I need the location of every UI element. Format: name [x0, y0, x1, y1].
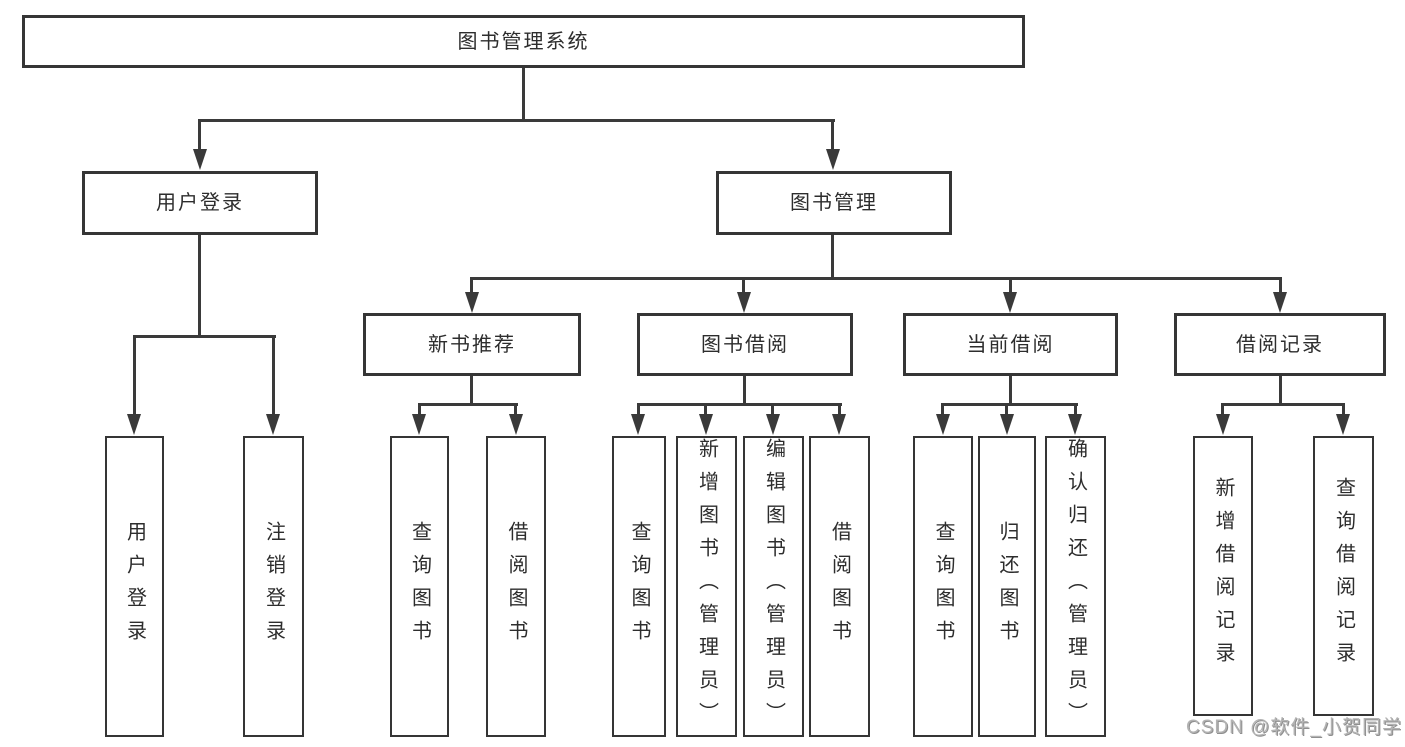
connector-line: [272, 335, 275, 417]
node-label: 图书管理系统: [457, 30, 590, 53]
connector-line: [1009, 277, 1012, 294]
connector-line: [637, 403, 640, 416]
node-label: 确认归还（管理员）: [1064, 438, 1087, 735]
connector-line: [1221, 403, 1224, 416]
node-current-borrowing: 当前借阅: [903, 313, 1118, 376]
connector-line: [831, 234, 834, 279]
connector-line: [418, 403, 518, 406]
arrow-down-icon: [1003, 292, 1017, 313]
connector-line: [838, 403, 841, 416]
node-book-borrowing: 图书借阅: [637, 313, 853, 376]
arrow-down-icon: [1000, 414, 1014, 435]
node-query-books: 查询图书: [612, 436, 666, 737]
node-label: 借阅图书: [828, 520, 851, 653]
connector-line: [1342, 403, 1345, 416]
node-edit-book-admin: 编辑图书（管理员）: [743, 436, 804, 737]
node-new-book-recommendation: 新书推荐: [363, 313, 581, 376]
connector-line: [133, 335, 136, 417]
arrow-down-icon: [936, 414, 950, 435]
connector-line: [743, 375, 746, 405]
arrow-down-icon: [631, 414, 645, 435]
node-label: 归还图书: [996, 520, 1018, 653]
node-borrow-books: 借阅图书: [486, 436, 546, 737]
arrow-down-icon: [412, 414, 426, 435]
node-confirm-return-admin: 确认归还（管理员）: [1045, 436, 1106, 737]
connector-line: [1279, 277, 1282, 294]
arrow-down-icon: [699, 414, 713, 435]
node-label: 查询图书: [408, 520, 431, 653]
node-label: 查询借阅记录: [1332, 477, 1355, 675]
connector-line: [941, 403, 944, 416]
node-label: 查询图书: [932, 520, 954, 653]
connector-line: [1221, 403, 1345, 406]
arrow-down-icon: [826, 149, 840, 170]
node-user-login-leaf: 用户登录: [105, 436, 164, 737]
connector-line: [1074, 403, 1077, 416]
node-add-book-admin: 新增图书（管理员）: [676, 436, 737, 737]
node-label: 借阅图书: [505, 520, 527, 653]
connector-line: [742, 277, 745, 294]
node-user-login: 用户登录: [82, 171, 318, 235]
connector-line: [198, 119, 835, 122]
node-query-borrow-record: 查询借阅记录: [1313, 436, 1374, 716]
node-label: 图书管理: [790, 192, 878, 214]
node-label: 用户登录: [156, 192, 244, 214]
connector-line: [1279, 375, 1282, 405]
node-label: 借阅记录: [1236, 333, 1324, 356]
arrow-down-icon: [465, 292, 479, 313]
connector-line: [418, 403, 421, 416]
node-label: 用户登录: [123, 520, 146, 653]
node-return-book: 归还图书: [978, 436, 1036, 737]
node-logout: 注销登录: [243, 436, 304, 737]
connector-line: [941, 403, 1078, 406]
node-query-books: 查询图书: [913, 436, 973, 737]
connector-line: [514, 403, 517, 416]
connector-line: [198, 119, 201, 152]
connector-line: [198, 234, 201, 337]
arrow-down-icon: [766, 414, 780, 435]
connector-line: [470, 277, 1282, 280]
arrow-down-icon: [193, 149, 207, 170]
connector-line: [470, 277, 473, 294]
node-library-management-system: 图书管理系统: [22, 15, 1025, 68]
connector-line: [637, 403, 842, 406]
node-add-borrow-record: 新增借阅记录: [1193, 436, 1253, 716]
node-label: 查询图书: [628, 520, 650, 653]
connector-line: [133, 335, 276, 338]
node-label: 编辑图书（管理员）: [762, 438, 785, 735]
node-label: 新增图书（管理员）: [695, 438, 718, 735]
connector-line: [771, 403, 774, 416]
arrow-down-icon: [1336, 414, 1350, 435]
arrow-down-icon: [1273, 292, 1287, 313]
node-label: 注销登录: [262, 520, 285, 653]
connector-line: [470, 375, 473, 405]
node-book-management: 图书管理: [716, 171, 952, 235]
arrow-down-icon: [832, 414, 846, 435]
node-borrow-books: 借阅图书: [809, 436, 870, 737]
connector-line: [831, 119, 834, 152]
connector-line: [522, 66, 525, 122]
node-borrowing-records: 借阅记录: [1174, 313, 1386, 376]
arrow-down-icon: [1068, 414, 1082, 435]
node-query-books: 查询图书: [390, 436, 449, 737]
arrow-down-icon: [509, 414, 523, 435]
node-label: 图书借阅: [701, 333, 789, 356]
connector-line: [1005, 403, 1008, 416]
node-label: 新增借阅记录: [1212, 477, 1234, 675]
connector-line: [704, 403, 707, 416]
arrow-down-icon: [737, 292, 751, 313]
watermark: CSDN @软件_小贺同学: [1186, 717, 1402, 738]
node-label: 当前借阅: [966, 333, 1055, 356]
arrow-down-icon: [127, 414, 141, 435]
arrow-down-icon: [266, 414, 280, 435]
connector-line: [1009, 375, 1012, 405]
node-label: 新书推荐: [428, 333, 516, 356]
arrow-down-icon: [1216, 414, 1230, 435]
